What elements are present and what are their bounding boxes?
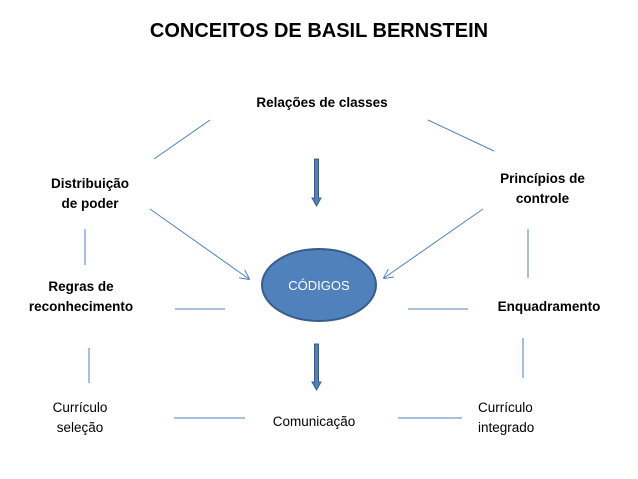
node-comunicacao-label: Comunicação — [272, 414, 356, 429]
connector-top-left — [153, 119, 211, 160]
node-comunicacao: Comunicação — [254, 412, 374, 432]
node-principios-line1: Princípios de — [500, 171, 585, 186]
block-arrow-down-top — [311, 158, 322, 208]
node-distribuicao-line2: de poder — [61, 196, 119, 211]
arrow-distribuicao-codigos — [149, 208, 249, 279]
node-principios-de-controle: Princípios de controle — [480, 169, 605, 209]
diagram-title: CONCEITOS DE BASIL BERNSTEIN — [149, 20, 489, 42]
node-curriculo-selecao-line2: seleção — [56, 420, 104, 435]
codigos-ellipse — [261, 248, 377, 322]
node-enquadramento-label: Enquadramento — [497, 299, 601, 314]
arrow-principios-codigos — [384, 208, 484, 278]
node-regras-de-reconhecimento: Regras de reconhecimento — [18, 277, 144, 317]
node-curriculo-selecao: Currículo seleção — [30, 398, 130, 438]
node-curriculo-integrado: Currículo integrado — [478, 398, 570, 438]
node-regras-line1: Regras de — [48, 279, 114, 294]
node-curriculo-integrado-line1: Currículo — [478, 400, 533, 415]
node-curriculo-selecao-line1: Currículo — [52, 400, 108, 415]
node-relacoes-label: Relações de classes — [256, 95, 388, 110]
node-distribuicao-de-poder: Distribuição de poder — [30, 174, 150, 214]
block-arrow-down-bottom — [311, 343, 322, 392]
codigos-label: CÓDIGOS — [288, 278, 350, 293]
node-enquadramento: Enquadramento — [488, 297, 610, 317]
node-curriculo-integrado-line2: integrado — [478, 420, 535, 435]
connector-top-right — [427, 119, 495, 152]
node-regras-line2: reconhecimento — [28, 299, 134, 314]
node-principios-line2: controle — [515, 191, 570, 206]
node-distribuicao-line1: Distribuição — [50, 176, 129, 191]
node-relacoes-de-classes: Relações de classes — [222, 93, 422, 113]
